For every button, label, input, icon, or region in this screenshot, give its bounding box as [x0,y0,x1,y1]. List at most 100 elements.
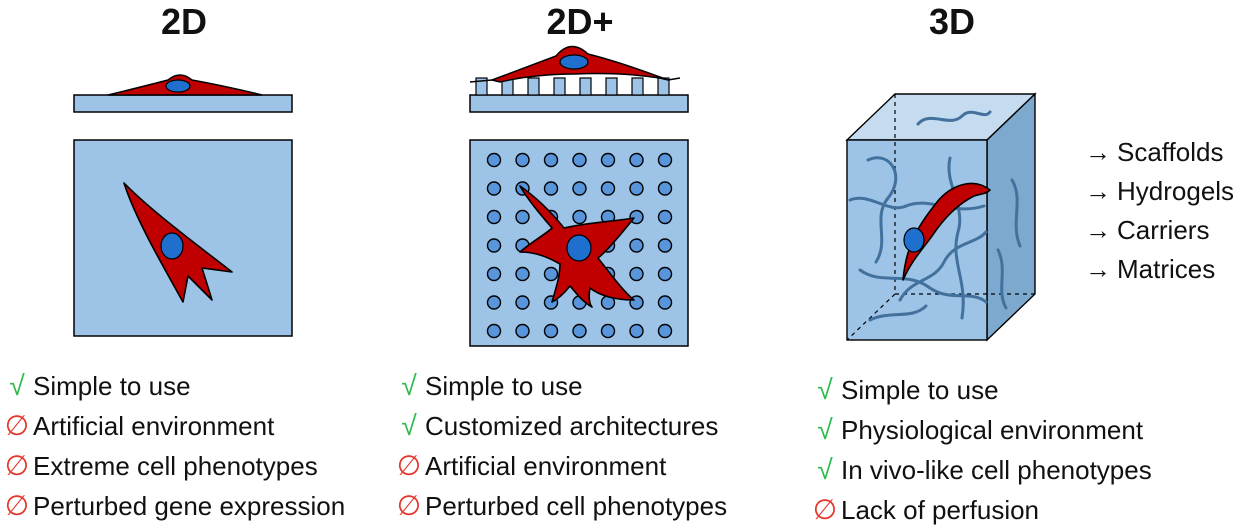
pillar-dot [486,181,502,196]
checkmark-icon: √ [817,374,833,405]
list-2dplus: √ Simple to use √Customized architectures… [396,366,727,526]
list-2d: √Simple to use ∅Artificial environment ∅… [4,366,345,526]
pillar-dot [515,209,530,225]
application-item: →Matrices [1085,250,1234,289]
application-item: →Scaffolds [1085,133,1234,172]
pillar-dot [515,295,530,310]
pillar-dot [600,152,616,168]
panel-3d-cube [845,92,1037,342]
micropillar [605,77,618,96]
textured-cell-nucleus [559,54,589,70]
list-item: √ Simple to use [812,370,1152,410]
list-item: ∅Artificial environment [396,446,727,486]
pillar-dot [543,266,559,282]
pillar-dot [486,238,502,253]
item-text: Artificial environment [425,451,667,481]
pillar-dot [486,295,502,310]
pillar-dot [600,323,616,339]
pillar-dot [629,181,644,196]
application-list: →Scaffolds →Hydrogels →Carriers →Matrice… [1085,133,1234,289]
micropillar [527,77,540,96]
item-text: Perturbed cell phenotypes [425,491,728,521]
item-text: Extreme cell phenotypes [33,451,318,481]
flat-substrate [73,94,293,113]
item-text: Simple to use [425,371,583,401]
fiber [868,304,928,322]
application-item: →Hydrogels [1085,172,1234,211]
pillar-dot [572,323,587,339]
fiber [947,156,965,320]
pillar-dot [657,295,673,310]
checkmark-icon: √ [401,370,417,401]
panel-2dplus-side-view [469,45,689,113]
empty-set-icon: ∅ [812,494,838,525]
fiber [916,110,992,126]
pillar-dot [629,209,644,225]
list-item: ∅Artificial environment [4,406,345,446]
list-item: √ Simple to use [396,366,727,406]
pillar-dot [543,152,559,168]
pillar-dot [657,238,673,253]
pillar-dot [572,209,587,225]
right-arrow-icon: → [1085,176,1111,206]
pillar-dot [657,152,673,168]
title-2d: 2D [160,1,208,42]
list-item: ∅Perturbed gene expression [4,486,345,526]
flat-cell-nucleus [165,79,191,93]
micropillar [631,77,644,96]
empty-set-icon: ∅ [4,490,30,521]
list-item: ∅Lack of perfusion [812,490,1152,530]
checkmark-icon: √ [817,414,833,445]
list-item: √Simple to use [4,366,345,406]
fiber [898,230,988,302]
pillar-dot [629,238,644,253]
pillar-dot [515,152,530,168]
empty-set-icon: ∅ [396,490,422,521]
pillar-dot [629,323,644,339]
micropillar [553,77,566,96]
3d-cell-nucleus [903,227,925,253]
textured-cell-top-nucleus [566,234,592,262]
pillar-dot [515,266,530,282]
pillar-dot [629,266,644,282]
pillar-dot [486,266,502,282]
pillar-dot [629,152,644,168]
item-text: Simple to use [841,375,999,405]
empty-set-icon: ∅ [396,450,422,481]
pillar-dot [657,266,673,282]
micropatterned-substrate [469,94,689,113]
empty-set-icon: ∅ [4,410,30,441]
micropillar [579,77,592,96]
title-3d: 3D [928,1,976,42]
list-item: √In vivo-like cell phenotypes [812,450,1151,490]
textured-cell-edge [469,77,681,83]
pillar-dot [572,181,587,196]
pillar-dot [657,323,673,339]
pillar-dot [486,152,502,168]
micropillar [475,77,488,96]
item-text: Lack of perfusion [841,495,1040,525]
fiber [1010,178,1022,248]
pillar-dot [486,323,502,339]
right-arrow-icon: → [1085,137,1111,167]
pillar-dot [657,209,673,225]
pillar-dot [543,181,559,196]
list-item: ∅Perturbed cell phenotypes [396,486,727,526]
list-item: ∅Extreme cell phenotypes [4,446,345,486]
empty-set-icon: ∅ [4,450,30,481]
cube-hidden-edges [846,94,1035,341]
pillar-dot [600,181,616,196]
list-item: √Customized architectures [396,406,727,446]
right-arrow-icon: → [1085,254,1111,284]
application-item: →Carriers [1085,211,1234,250]
pillar-dot [572,152,587,168]
title-2dplus: 2D+ [546,1,614,42]
item-text: Perturbed gene expression [33,491,346,521]
item-text: Physiological environment [841,415,1144,445]
item-text: Simple to use [33,371,191,401]
item-text: Customized architectures [425,411,719,441]
pillar-dot [543,323,559,339]
checkmark-icon: √ [817,454,833,485]
flat-cell-top-nucleus [160,232,184,260]
